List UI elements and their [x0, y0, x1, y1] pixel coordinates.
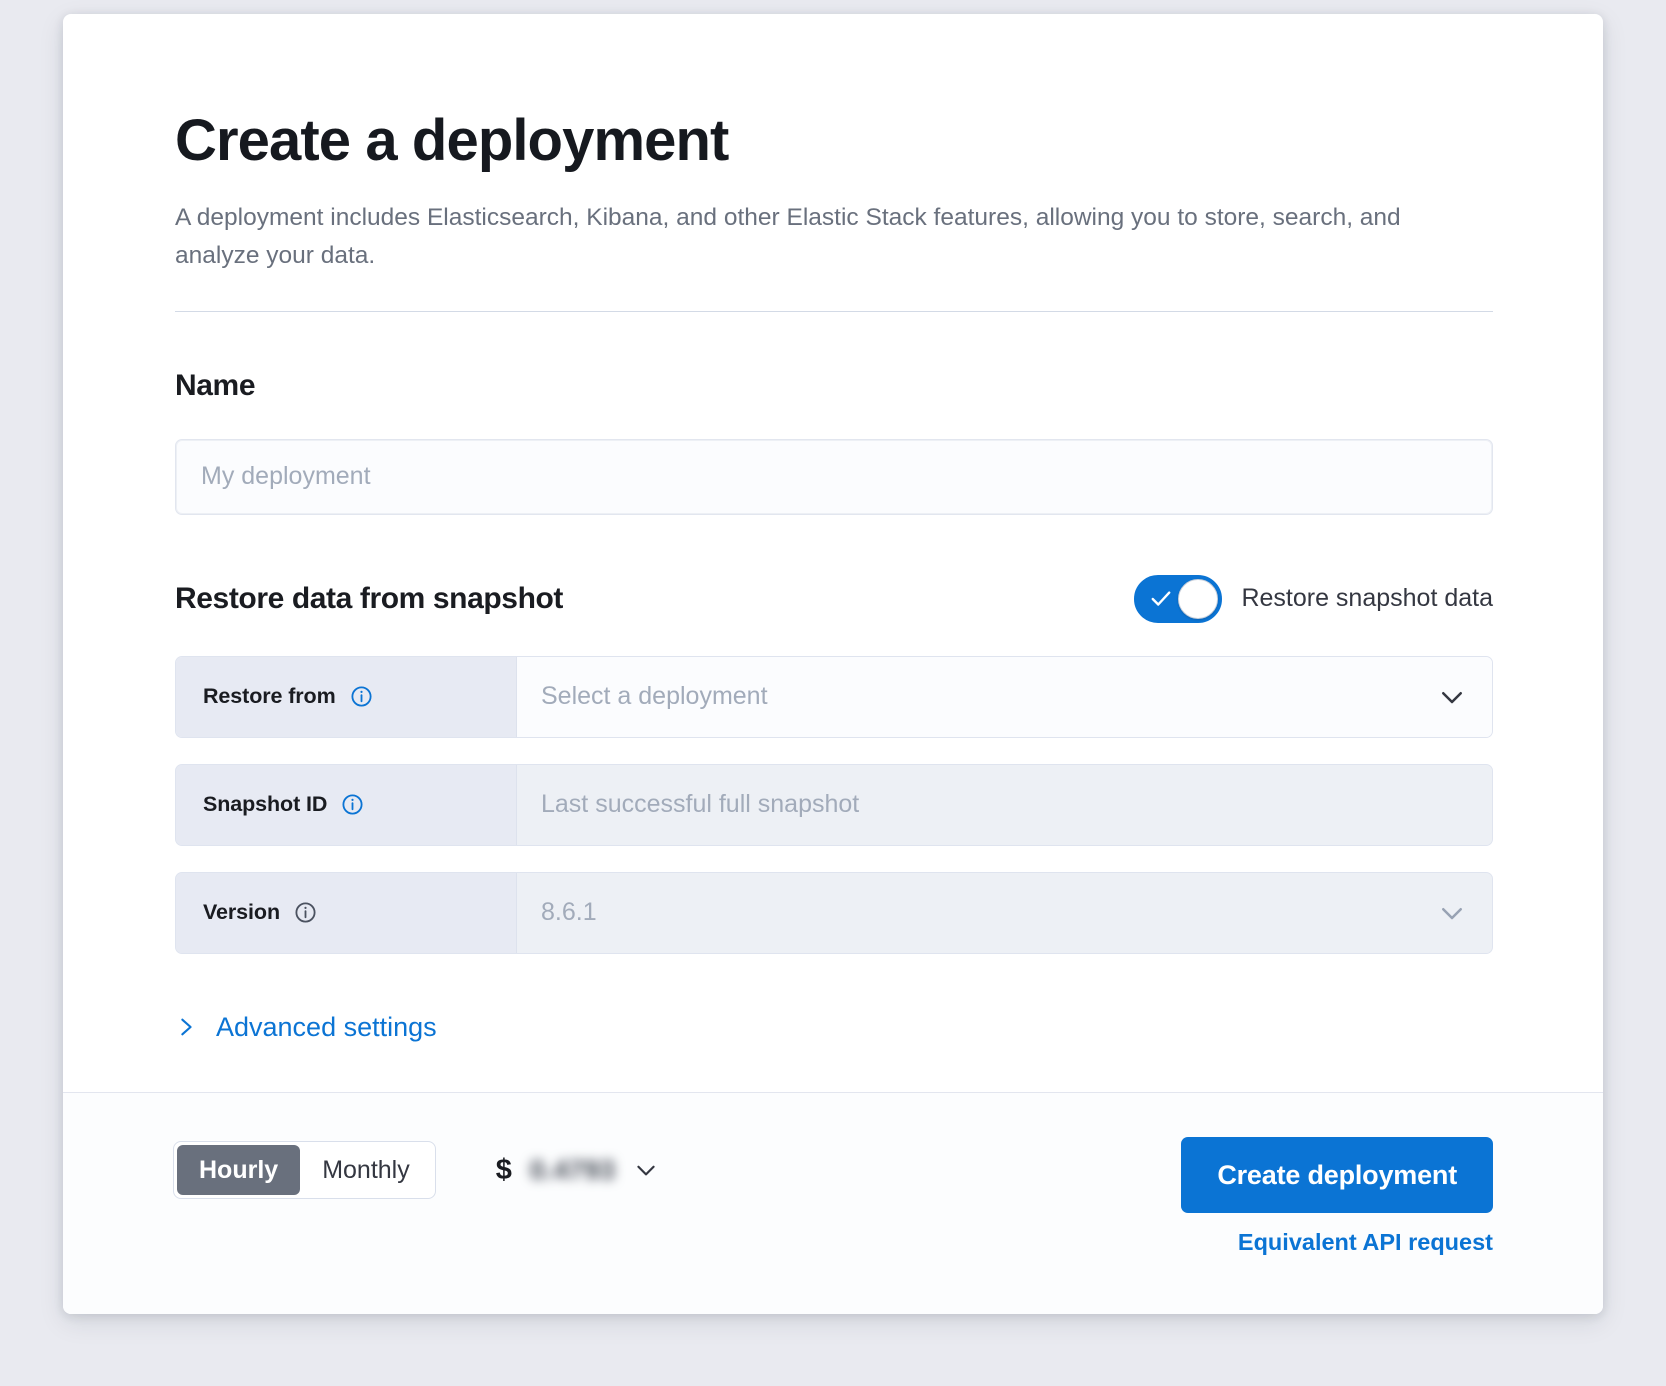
deployment-name-placeholder: My deployment [201, 462, 371, 491]
page-description: A deployment includes Elasticsearch, Kib… [175, 203, 1401, 269]
restore-heading: Restore data from snapshot [175, 581, 564, 615]
restore-from-row[interactable]: Restore from Select a deployment [175, 655, 1493, 738]
chevron-down-icon[interactable] [1437, 898, 1467, 928]
snapshot-id-row[interactable]: Snapshot ID Last successful full snapsho… [175, 763, 1493, 846]
currency-symbol: $ [495, 1153, 512, 1186]
restore-from-select[interactable]: Select a deployment [517, 656, 1492, 737]
price-amount: 0.4793 [529, 1154, 616, 1185]
chevron-right-icon [181, 1018, 192, 1036]
version-select[interactable]: 8.6.1 [517, 872, 1492, 953]
restore-from-value: Select a deployment [541, 682, 768, 711]
page-title: Create a deployment [175, 108, 729, 173]
create-deployment-button[interactable]: Create deployment [1181, 1137, 1493, 1213]
footer-right-group: Create deployment Equivalent API request [1181, 1137, 1493, 1256]
advanced-settings-toggle[interactable]: Advanced settings [175, 1012, 437, 1043]
restore-from-label-group: Restore from [176, 656, 517, 737]
footer-left-group: Hourly Monthly $ 0.4793 [173, 1137, 659, 1199]
billing-period-toggle[interactable]: Hourly Monthly [173, 1141, 436, 1199]
restore-snapshot-toggle-label: Restore snapshot data [1241, 584, 1493, 613]
info-circle-icon[interactable] [350, 685, 373, 708]
chevron-down-icon[interactable] [1437, 682, 1467, 712]
info-circle-icon[interactable] [294, 901, 317, 924]
snapshot-id-value: Last successful full snapshot [541, 790, 860, 819]
version-row[interactable]: Version 8.6.1 [175, 871, 1493, 954]
restore-snapshot-toggle[interactable] [1134, 574, 1223, 623]
snapshot-id-label: Snapshot ID [203, 792, 328, 817]
deployment-name-input[interactable]: My deployment [175, 438, 1493, 515]
check-icon [1151, 590, 1171, 606]
snapshot-id-label-group: Snapshot ID [176, 764, 517, 845]
equivalent-api-request-link[interactable]: Equivalent API request [1237, 1229, 1493, 1255]
chevron-down-icon[interactable] [633, 1157, 659, 1183]
restore-snapshot-toggle-group[interactable]: Restore snapshot data [1134, 574, 1493, 623]
name-heading: Name [175, 368, 256, 402]
footer-bar: Hourly Monthly $ 0.4793 Create deploymen… [63, 1092, 1603, 1314]
form-scroll-area[interactable]: Create a deployment A deployment include… [63, 14, 1603, 1092]
price-summary[interactable]: $ 0.4793 [496, 1154, 660, 1187]
billing-option-monthly[interactable]: Monthly [322, 1155, 410, 1184]
header-divider [175, 310, 1493, 312]
create-deployment-card: Create a deployment A deployment include… [63, 14, 1603, 1314]
toggle-knob [1178, 578, 1219, 619]
version-value: 8.6.1 [541, 898, 597, 927]
version-label-group: Version [176, 872, 517, 953]
name-section: Name My deployment [175, 369, 1493, 515]
snapshot-id-input[interactable]: Last successful full snapshot [517, 764, 1492, 845]
info-circle-icon[interactable] [341, 793, 364, 816]
restore-from-label: Restore from [203, 684, 336, 709]
billing-option-hourly[interactable]: Hourly [177, 1145, 301, 1195]
version-label: Version [203, 900, 280, 925]
restore-section-header: Restore data from snapshot Restore snaps… [175, 574, 1493, 623]
advanced-settings-label: Advanced settings [216, 1011, 437, 1042]
